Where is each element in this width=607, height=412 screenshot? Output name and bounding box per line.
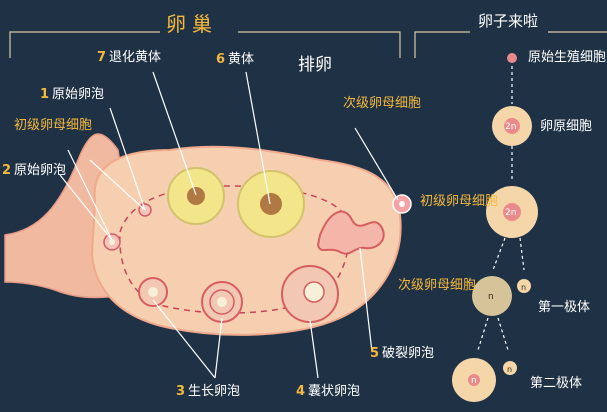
mature-egg-cell [452, 358, 496, 402]
label-primary-oocyte-right: 初级卵母细胞 [420, 194, 499, 209]
vesicular-follicle [281, 265, 339, 323]
label-second-polar-body: 第二极体 [530, 376, 583, 391]
primary-oocyte-cell [486, 186, 538, 238]
retreating-corpus-luteum [167, 167, 225, 225]
label-text: 黄体 [228, 52, 255, 67]
label-text: 生长卵泡 [188, 384, 241, 399]
cell-label-n: n [507, 365, 513, 374]
lineage-arrows [477, 66, 525, 351]
released-egg [392, 194, 412, 214]
growing-follicle-medium [201, 281, 243, 323]
cell-label-n: n [488, 292, 494, 302]
cell-label-2n: 2n [505, 208, 517, 218]
label-number: 4 [296, 384, 306, 399]
cell-label-n: n [521, 283, 527, 292]
label-ovulation: 排卵 [298, 55, 332, 75]
label-primary-oocyte-left: 初级卵母细胞 [14, 118, 93, 133]
label-text: 原始卵泡 [14, 163, 67, 178]
egg-title: 卵子来啦 [478, 12, 539, 30]
label-number: 7 [97, 50, 107, 65]
oogonium-cell [492, 106, 532, 146]
label-text: 破裂卵泡 [382, 346, 435, 361]
label-text: 囊状卵泡 [308, 384, 361, 399]
label-number: 5 [370, 346, 380, 361]
secondary-oocyte-cell [472, 276, 512, 316]
label-secondary-oocyte-ovary: 次级卵母细胞 [343, 96, 422, 111]
ruptured-follicle [316, 210, 385, 255]
label-primordial-germ-cell: 原始生殖细胞 [528, 50, 607, 65]
egg-bracket [414, 31, 607, 58]
primordial-germ-cell [507, 53, 517, 63]
label-oogonium: 卵原细胞 [540, 119, 593, 134]
ovary-bracket [9, 31, 401, 58]
label-number: 6 [216, 52, 226, 67]
label-number: 1 [40, 87, 50, 102]
label-secondary-oocyte-right: 次级卵母细胞 [398, 278, 477, 293]
label-number: 2 [2, 163, 12, 178]
corpus-luteum [237, 170, 305, 238]
cell-label-n: n [471, 376, 477, 386]
cell-label-2n: 2n [505, 122, 517, 132]
label-number: 3 [176, 384, 186, 399]
pointer-lines [59, 71, 399, 379]
label-text: 原始卵泡 [52, 87, 105, 102]
second-polar-body-cell [503, 361, 517, 375]
label-first-polar-body: 第一极体 [538, 300, 591, 315]
growing-follicle-small [138, 277, 168, 307]
label-text: 退化黄体 [109, 50, 162, 65]
ovary-title: 卵巢 [166, 12, 218, 36]
first-polar-body-cell [517, 279, 531, 293]
